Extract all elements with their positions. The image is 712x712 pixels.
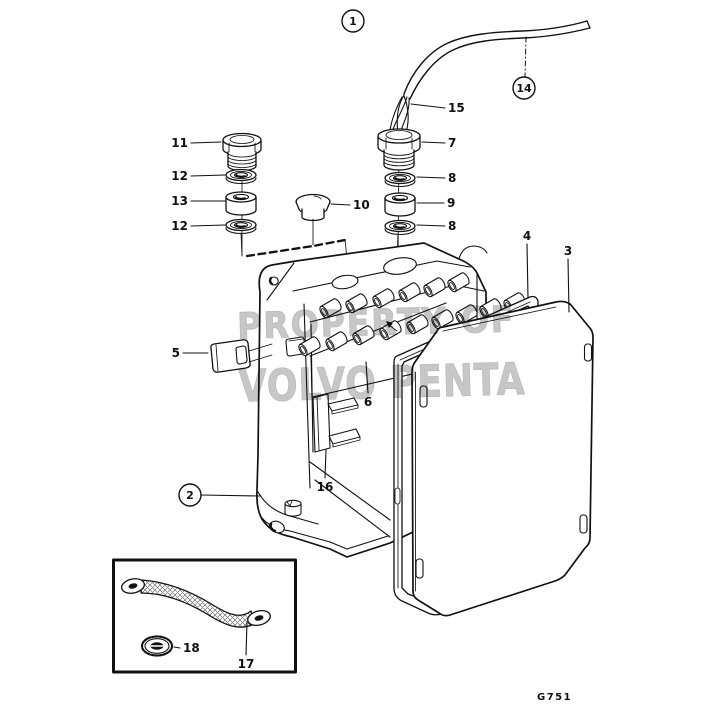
label-10: 10: [353, 198, 370, 212]
battery-cable: [403, 20, 591, 100]
label-8b: 8: [448, 219, 456, 233]
label-7: 7: [448, 136, 456, 150]
label-11: 11: [171, 136, 188, 150]
label-18: 18: [183, 641, 200, 655]
standoff-boss: [284, 499, 302, 517]
cover-slot: [579, 514, 588, 534]
washer-8a: [383, 171, 417, 188]
label-15: 15: [448, 101, 465, 115]
callout-2: 2: [186, 489, 194, 502]
label-12b: 12: [171, 219, 188, 233]
circled-callouts: 1 14 2: [178, 9, 536, 507]
spacer-sleeve-9: [383, 191, 417, 218]
plug-cap-10: [295, 193, 331, 222]
wire-leads: [389, 94, 410, 134]
label-3: 3: [564, 244, 572, 258]
ground-strap-17: [121, 578, 271, 628]
label-5: 5: [172, 346, 180, 360]
stud-arrow-icon: [386, 321, 393, 328]
figure-code: G751: [537, 692, 572, 703]
label-16: 16: [317, 480, 334, 494]
lock-nut-18: [140, 635, 174, 657]
label-17: 17: [238, 657, 255, 671]
leader-lines: [173, 36, 570, 656]
cover-slot: [419, 385, 428, 408]
inset-detail-box: [112, 558, 297, 674]
label-8a: 8: [448, 171, 456, 185]
label-4: 4: [523, 229, 531, 243]
threaded-plug-11: [222, 132, 262, 172]
terminal-studs: [296, 270, 528, 358]
label-9: 9: [447, 196, 455, 210]
label-12a: 12: [171, 169, 188, 183]
spacer-sleeve-13: [224, 190, 258, 217]
cable-gland-7: [377, 128, 421, 171]
clip-5: [210, 339, 273, 373]
label-13: 13: [171, 194, 188, 208]
cover-slot: [415, 558, 424, 579]
callout-1: 1: [349, 15, 357, 28]
washer-8b: [383, 219, 417, 236]
washer-12b: [224, 218, 258, 235]
callout-circle-14: [512, 76, 536, 100]
cover-3: [411, 300, 594, 617]
callout-14: 14: [516, 82, 532, 95]
bracket-16: [312, 393, 361, 453]
part-number-labels: 11 12 13 12 10 15 7 8 9 8 5 4 3 6 16 17 …: [171, 101, 572, 671]
cover-slot: [583, 343, 593, 362]
washer-12a: [224, 168, 258, 185]
label-6: 6: [364, 395, 372, 409]
callout-circle-2: [178, 483, 202, 507]
callout-circle-1: [341, 9, 365, 33]
